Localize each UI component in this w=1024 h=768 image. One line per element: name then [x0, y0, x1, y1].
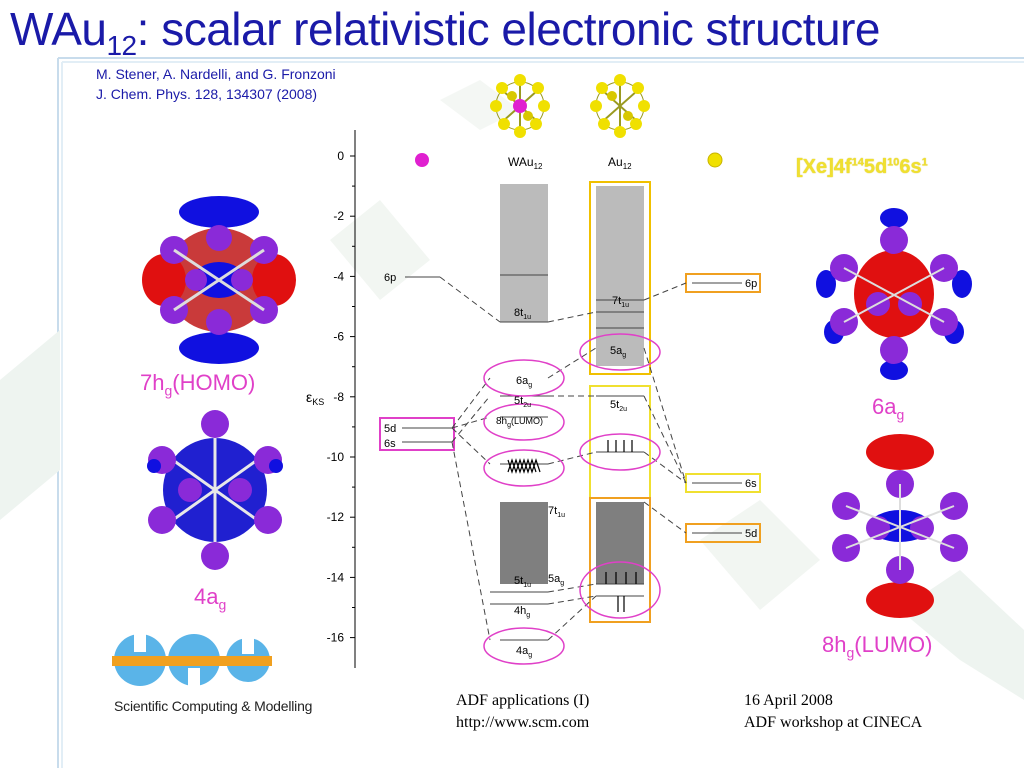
footer-left: ADF applications (I) http://www.scm.com [456, 690, 589, 734]
au12-lower-band [596, 502, 644, 584]
highlight-ellipses [483, 333, 661, 665]
correlation-lines [439, 276, 687, 641]
w-5d-label: 5d [384, 423, 396, 435]
w-6s-label: 6s [384, 438, 396, 450]
au-5ag-label: 5ag [610, 345, 626, 359]
au12-6sp-box [589, 181, 651, 375]
scm-logo-icon [112, 634, 272, 688]
lumo-label: 8hg(LUMO) [822, 632, 933, 661]
slide-title: WAu12: scalar relativistic electronic st… [10, 3, 881, 62]
y-tick-label: -12 [327, 510, 345, 524]
au12-column-header: Au12 [608, 155, 632, 171]
wau12-column-header: WAu12 [508, 155, 543, 171]
w-6p-label: 6p [384, 272, 396, 284]
scm-logo-text: Scientific Computing & Modelling [114, 698, 313, 714]
wau-4hg-label: 4hg [514, 605, 530, 619]
y-tick-label: -2 [333, 209, 344, 223]
au-6p-label: 6p [745, 278, 757, 290]
au-atom-icon [707, 152, 723, 168]
y-tick-label: -4 [333, 269, 344, 283]
4ag-orbital-image [147, 410, 283, 570]
w-atom-icon [415, 153, 429, 167]
homo-orbital-image [142, 196, 296, 364]
y-tick-label: -16 [327, 631, 345, 645]
y-tick-label: 0 [337, 149, 344, 163]
wau-5ag-label: 5ag [548, 573, 564, 587]
4ag-label: 4ag [194, 584, 227, 613]
wau-7t1u-label: 7t1u [548, 505, 565, 519]
wau-5t2u-label: 5t2u [514, 395, 531, 409]
wau-8t1u-label: 8t1u [514, 307, 531, 321]
footer-right: 16 April 2008 ADF workshop at CINECA [744, 690, 922, 734]
lumo-orbital-image [832, 434, 968, 618]
y-tick-label: -8 [333, 390, 344, 404]
y-axis-label: εKS [306, 389, 324, 407]
au12-6s-box [589, 385, 651, 499]
footer-date: 16 April 2008 [744, 692, 833, 709]
wau-4ag-label: 4ag [516, 645, 532, 659]
footer-app: ADF applications (I) [456, 692, 590, 709]
wau-8hg-label: 8hg(LUMO) [496, 416, 543, 429]
au-5d-label: 5d [745, 528, 757, 540]
y-tick-label: -10 [327, 450, 345, 464]
footer-event: ADF workshop at CINECA [744, 714, 923, 731]
cluster-structures [490, 74, 650, 138]
wau12-lower-band [500, 502, 548, 584]
au12-5d-box [589, 497, 651, 623]
w-5d6s-box [379, 417, 455, 451]
wau12-cluster-image [490, 74, 550, 138]
y-ticks: 0 -2 -4 -6 -8 -10 -12 -14 -16 [327, 149, 355, 645]
homo-label: 7hg(HOMO) [140, 370, 256, 399]
6ag-orbital-image [816, 208, 972, 380]
au-electron-config: [Xe]4f145d106s1 [796, 156, 928, 178]
au12-upper-band [596, 186, 644, 366]
au-5t2u-label: 5t2u [610, 399, 627, 413]
au-6s-label: 6s [745, 478, 757, 490]
y-tick-label: -14 [327, 570, 345, 584]
y-tick-label: -6 [333, 330, 344, 344]
6ag-label: 6ag [872, 394, 905, 423]
energy-level-diagram: 0-2-4-6-8-10-12-14-16 εKS WAu12 Au12 6p … [306, 130, 761, 668]
authors-text: M. Stener, A. Nardelli, and G. Fronzoni [96, 66, 336, 82]
au-7t1u-label: 7t1u [612, 295, 629, 309]
wau-5t1u-label: 5t1u [514, 575, 531, 589]
electron-arrows [507, 440, 637, 612]
wau-6ag-label: 6ag [516, 375, 532, 389]
au12-cluster-image [590, 74, 650, 138]
citation-text: J. Chem. Phys. 128, 134307 (2008) [96, 86, 318, 102]
wau12-upper-band [500, 184, 548, 322]
footer-url[interactable]: http://www.scm.com [456, 714, 590, 731]
